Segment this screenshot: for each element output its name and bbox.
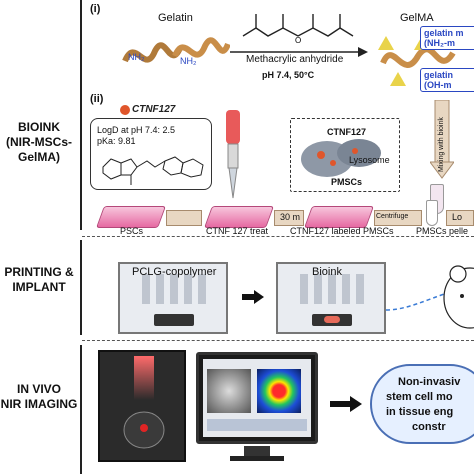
reaction-arrow [230, 47, 368, 57]
bioink-scaffold [324, 316, 340, 323]
pin-icon [120, 105, 130, 115]
printer-nozzles [142, 274, 206, 304]
nh2-label: NH₂ [180, 56, 197, 66]
step-arrow [374, 210, 422, 226]
label-line: gelatin [424, 70, 454, 80]
monitor-stand [244, 446, 270, 456]
printer-stage [312, 314, 352, 326]
step-label: CTNF127 labeled PMSCs [290, 226, 394, 236]
section-separator [82, 236, 474, 237]
cloud-line: Non-invasiv [398, 376, 461, 388]
methacrylic-anhydride-structure: O [242, 14, 354, 45]
dye-structure-box: LogD at pH 7.4: 2.5 pKa: 9.81 [90, 118, 212, 190]
mixing-label: Mixing with bioink [438, 117, 445, 172]
lo-label: Lo [452, 212, 463, 222]
gelatin-label: Gelatin [158, 12, 193, 24]
time-label: 30 m [280, 212, 301, 222]
printer-pclg [118, 262, 228, 334]
printer-stage [154, 314, 194, 326]
printing-arrow [242, 290, 264, 304]
dish-pscs [95, 206, 167, 228]
mouse-illustration [443, 265, 474, 329]
dish-labeled [303, 206, 375, 228]
logd-label: LogD at pH 7.4: 2.5 [97, 125, 176, 135]
panel-ii-tag: (ii) [90, 93, 104, 105]
cloud-line: in tissue eng [386, 406, 454, 418]
step-label: PMSCs pelle [416, 226, 469, 236]
scan-image-2 [257, 369, 301, 413]
bioink-label-line: (NIR-MSCs- [6, 135, 72, 149]
screen-toolbar [207, 419, 307, 431]
divider-bioink [80, 0, 82, 230]
label-line: gelatin m [424, 28, 464, 38]
invivo-label: IN VIVO NIR IMAGING [0, 382, 78, 412]
section-separator [82, 340, 474, 341]
mixing-arrow [430, 100, 454, 179]
label-line: (NH₂-m [424, 38, 455, 48]
machine2-label: Bioink [312, 266, 342, 278]
divider-printing [80, 240, 82, 335]
monitor [196, 352, 318, 444]
dye-structure [102, 156, 204, 185]
monitor-base [230, 456, 284, 461]
svg-text:O: O [295, 36, 301, 45]
printing-label-line: IMPLANT [12, 280, 66, 294]
step-arrow [166, 210, 202, 226]
step-arrow [274, 210, 304, 226]
bioink-label-line: BIOINK [18, 120, 60, 134]
result-arrow [330, 396, 362, 412]
imaging-chamber [98, 350, 186, 462]
gelma-nh-label-box: gelatin m (NH₂-m [420, 26, 474, 50]
centrifuge-label: Centrifuge [376, 213, 409, 220]
scan-image-1 [207, 369, 251, 413]
printing-label-line: PRINTING & [4, 265, 74, 279]
step-label: PSCs [120, 226, 144, 236]
nh2-label: NH₂ [128, 52, 145, 62]
gelma-label: GelMA [400, 12, 434, 24]
bioink-label: BIOINK (NIR-MSCs- GelMA) [0, 120, 78, 165]
cell-ctnf-label: CTNF127 [327, 127, 367, 137]
cell-illustration [301, 139, 381, 177]
conditions-label: pH 7.4, 50°C [262, 70, 315, 80]
cell-box: CTNF127 Lysosome PMSCs [290, 118, 400, 192]
pka-label: pKa: 9.81 [97, 136, 136, 146]
monitor-screen [203, 359, 311, 437]
invivo-label-line: NIR IMAGING [0, 397, 78, 411]
bioink-label-line: GelMA) [18, 150, 60, 164]
dish-ctnf-treat [203, 206, 275, 228]
gelma-oh-label-box: gelatin (OH-m [420, 68, 474, 92]
gelatin-helices [122, 37, 230, 63]
mouse-in-chamber [123, 411, 165, 449]
divider-invivo [80, 345, 82, 474]
invivo-label-line: IN VIVO [16, 382, 61, 396]
label-line: (OH-m [424, 80, 452, 90]
dye-name: CTNF127 [132, 104, 176, 115]
machine1-label: PCLG-copolymer [132, 266, 217, 278]
cell-lysosome-label: Lysosome [349, 155, 390, 165]
reagent-label: Methacrylic anhydride [246, 54, 344, 65]
cell-pmscs-label: PMSCs [331, 177, 363, 187]
printing-label: PRINTING & IMPLANT [0, 265, 78, 295]
pellet-tube-icon [426, 200, 438, 226]
step-label: CTNF 127 treat [206, 226, 269, 236]
cloud-line: stem cell mo [386, 391, 453, 403]
cloud-line: constr [412, 421, 446, 433]
pipette-icon [226, 110, 240, 199]
laser-beam [134, 356, 154, 400]
printer-nozzles [300, 274, 364, 304]
panel-i-tag: (i) [90, 3, 101, 15]
conclusion-cloud: Non-invasiv stem cell mo in tissue eng c… [370, 364, 474, 444]
printer-bioink [276, 262, 386, 334]
